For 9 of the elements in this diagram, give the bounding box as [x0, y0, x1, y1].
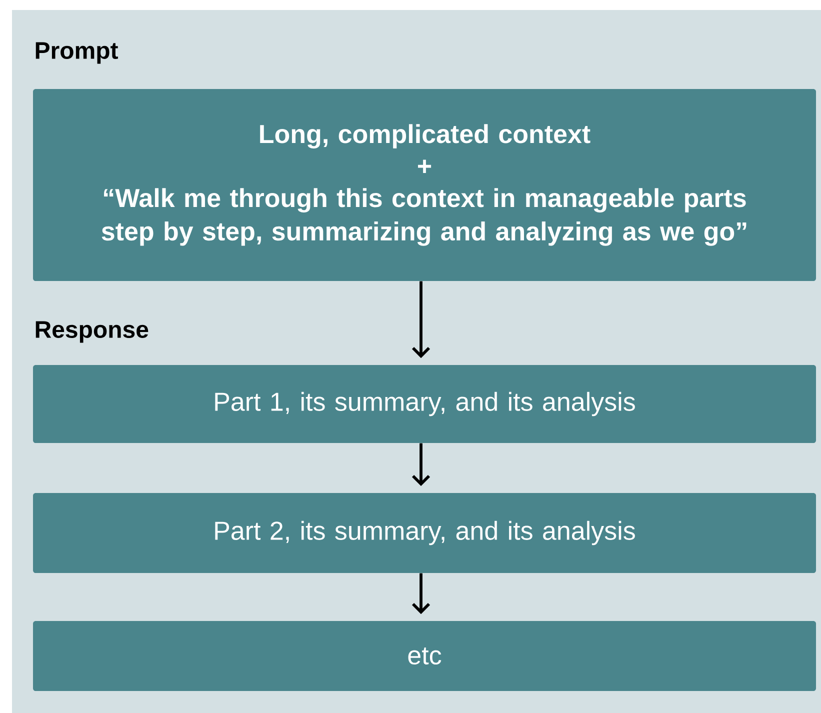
process-box: Part 2, its summary, and its analysis	[33, 493, 816, 573]
process-box: Part 1, its summary, and its analysis	[33, 365, 816, 443]
section-heading: Prompt	[36, 42, 118, 64]
process-box: etc	[33, 621, 816, 691]
process-box: Long, complicated context + “Walk me through this context in manageable parts step by step, summarizing and analyzing as we go”	[33, 89, 816, 281]
section-heading: Response	[36, 321, 148, 343]
arrow	[412, 281, 430, 358]
arrow	[412, 443, 430, 486]
arrow	[412, 573, 430, 614]
